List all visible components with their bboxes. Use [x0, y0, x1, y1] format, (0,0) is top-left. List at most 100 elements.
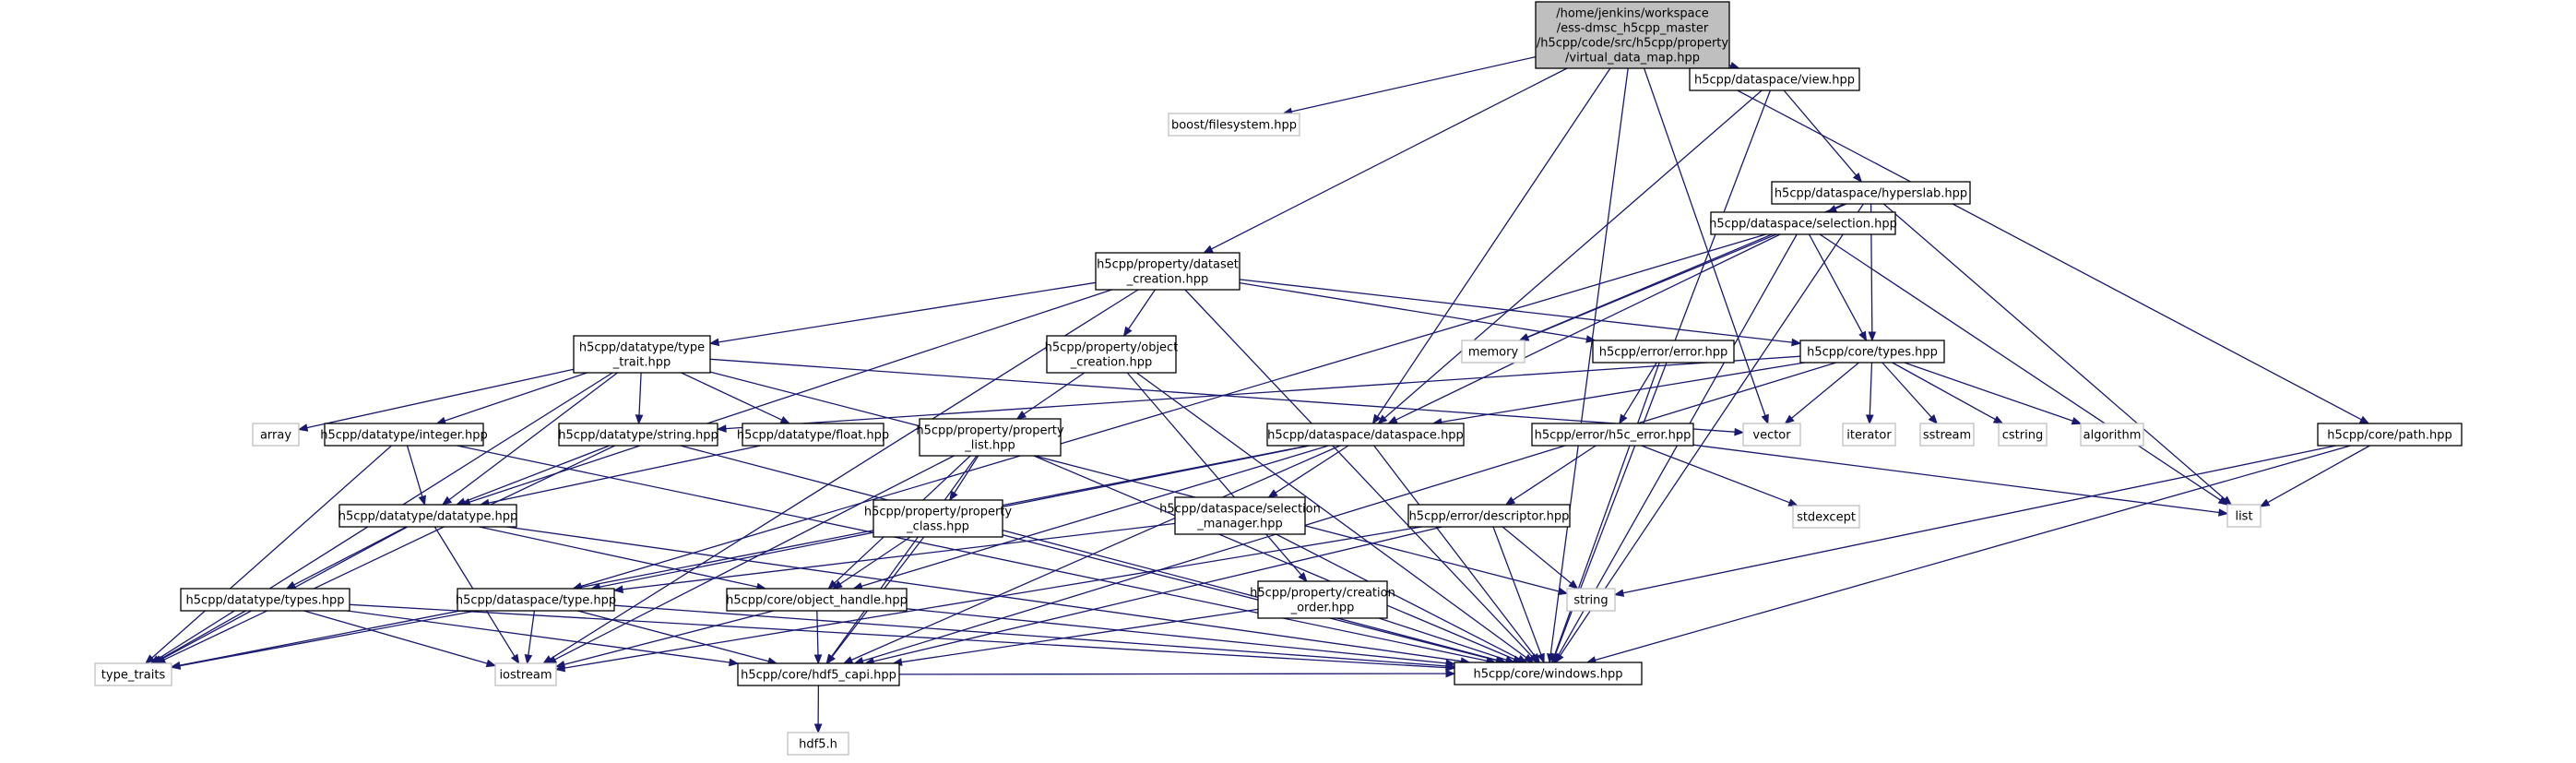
edge-line [1211, 67, 1568, 250]
edge-line [1892, 362, 1996, 421]
edge-arrowhead [418, 495, 426, 507]
edge-line [1383, 89, 1763, 419]
edge-path-to-string [1613, 445, 2337, 597]
edge-line [1023, 372, 1086, 415]
edge-coretypes-to-iterator [1865, 362, 1874, 425]
edge-arrowhead [1928, 414, 1939, 424]
node-label: vector [1752, 429, 1791, 443]
node-box [2317, 423, 2463, 447]
node-label: h5cpp/datatype/types.hpp [186, 594, 345, 608]
edge-arrowhead [1504, 496, 1516, 506]
node-dscreation[interactable]: h5cpp/property/dataset_creation.hpp [1095, 252, 1241, 291]
edge-proplist-to-propclass [949, 455, 979, 502]
node-label: _trait.hpp [612, 356, 671, 370]
edge-descriptor-to-windows [1492, 526, 1545, 664]
edge-arrowhead [524, 654, 533, 665]
edge-root-to-dscreation [1203, 67, 1568, 254]
edge-root-to-boostfs [1282, 55, 1537, 116]
edge-line [862, 362, 1836, 662]
edge-arrowhead [779, 416, 791, 424]
edge-arrowhead [1852, 172, 1863, 184]
edge-arrowhead [1445, 659, 1456, 668]
edge-arrowhead [813, 654, 823, 665]
node-dttypes[interactable]: h5cpp/datatype/types.hpp [180, 588, 350, 612]
node-integer[interactable]: h5cpp/datatype/integer.hpp [320, 423, 488, 447]
node-float[interactable]: h5cpp/datatype/float.hpp [737, 423, 889, 447]
node-coretypes[interactable]: h5cpp/core/types.hpp [1799, 340, 1945, 364]
node-selection[interactable]: h5cpp/dataspace/selection.hpp [1709, 211, 1897, 235]
edge-line [1128, 289, 1156, 329]
edge-dscreation-to-objcreation [1122, 289, 1156, 338]
node-label: h5cpp/dataspace/dataspace.hpp [1267, 429, 1464, 443]
edge-hdf5capi-to-windows [898, 669, 1456, 678]
edge-line [1492, 526, 1542, 655]
node-hdf5capi[interactable]: h5cpp/core/hdf5_capi.hpp [737, 662, 900, 686]
edge-line [293, 526, 407, 586]
edge-line [1834, 203, 1847, 209]
edge-arrowhead [1377, 414, 1388, 424]
edge-line [550, 289, 1139, 660]
node-list: list [2226, 504, 2261, 528]
edge-line [488, 445, 761, 504]
edge-line [306, 368, 575, 429]
node-iterator: iterator [1842, 423, 1896, 447]
node-view[interactable]: h5cpp/dataspace/view.hpp [1689, 67, 1860, 91]
node-proplist[interactable]: h5cpp/property/property_list.hpp [916, 418, 1064, 457]
node-label: sstream [1923, 429, 1971, 443]
edge-arrowhead [297, 423, 309, 432]
node-cstring: cstring [1998, 423, 2048, 447]
node-label: h5cpp/core/path.hpp [2327, 429, 2452, 443]
node-h5cerror[interactable]: h5cpp/error/h5c_error.hpp [1531, 423, 1694, 447]
edge-line [1808, 233, 1863, 334]
node-root[interactable]: /home/jenkins/workspace/ess-dmsc_h5cpp_m… [1535, 1, 1730, 69]
node-windows[interactable]: h5cpp/core/windows.hpp [1454, 662, 1643, 686]
edge-arrowhead [949, 490, 958, 502]
node-label: _list.hpp [964, 439, 1015, 453]
edge-line [1373, 445, 1536, 657]
edge-error-to-h5cerror [1619, 362, 1657, 425]
edge-arrowhead [635, 414, 644, 425]
node-hyperslab[interactable]: h5cpp/dataspace/hyperslab.hpp [1771, 181, 1971, 205]
edge-objcreation-to-proplist [1015, 372, 1086, 420]
edge-line [1904, 362, 2073, 422]
node-box [1998, 423, 2048, 447]
edge-line [1275, 445, 1349, 494]
edge-arrowhead [1298, 571, 1308, 583]
edge-line [151, 445, 392, 659]
edge-integer-to-datatype [406, 445, 426, 507]
node-descriptor[interactable]: h5cpp/error/descriptor.hpp [1407, 504, 1571, 528]
edge-arrowhead [825, 653, 836, 665]
node-dtstring[interactable]: h5cpp/datatype/string.hpp [558, 423, 718, 447]
edge-line [554, 455, 955, 661]
node-objhandle[interactable]: h5cpp/core/object_handle.hpp [726, 588, 908, 612]
node-box [1046, 335, 1177, 374]
node-box [324, 423, 484, 447]
edge-coretypes-to-sstream [1882, 362, 1939, 424]
node-path[interactable]: h5cpp/core/path.hpp [2317, 423, 2463, 447]
edge-datatype-to-objhandle [479, 526, 767, 591]
edge-line [1692, 444, 2220, 514]
node-box [737, 662, 900, 686]
node-label: h5cpp/core/hdf5_capi.hpp [741, 669, 896, 683]
edge-dscreation-to-typetrait [708, 281, 1097, 347]
node-label: _class.hpp [906, 520, 969, 534]
node-propclass[interactable]: h5cpp/property/property_class.hpp [864, 499, 1013, 538]
node-datatype[interactable]: h5cpp/datatype/datatype.hpp [338, 504, 517, 528]
edge-arrowhead [1613, 589, 1625, 597]
edge-arrowhead [554, 660, 566, 669]
node-label: h5cpp/property/dataset [1097, 258, 1239, 272]
node-dataspace[interactable]: h5cpp/dataspace/dataspace.hpp [1266, 423, 1465, 447]
node-selmanager[interactable]: h5cpp/dataspace/selection_manager.hpp [1159, 496, 1321, 535]
node-box [1257, 580, 1388, 619]
node-error[interactable]: h5cpp/error/error.hpp [1592, 340, 1735, 364]
node-typetrait[interactable]: h5cpp/datatype/type_trait.hpp [573, 335, 711, 374]
edge-arrowhead [2217, 496, 2229, 506]
node-dstype[interactable]: h5cpp/dataspace/type.hpp [456, 588, 616, 612]
edge-dstype-to-typetraits [170, 610, 477, 670]
node-creationorder[interactable]: h5cpp/property/creation_order.hpp [1250, 580, 1395, 619]
node-objcreation[interactable]: h5cpp/property/object_creation.hpp [1045, 335, 1179, 374]
edge-typetrait-to-string [709, 371, 1569, 596]
edge-line [1527, 233, 1777, 339]
edge-root-to-dataspace [1371, 67, 1611, 425]
